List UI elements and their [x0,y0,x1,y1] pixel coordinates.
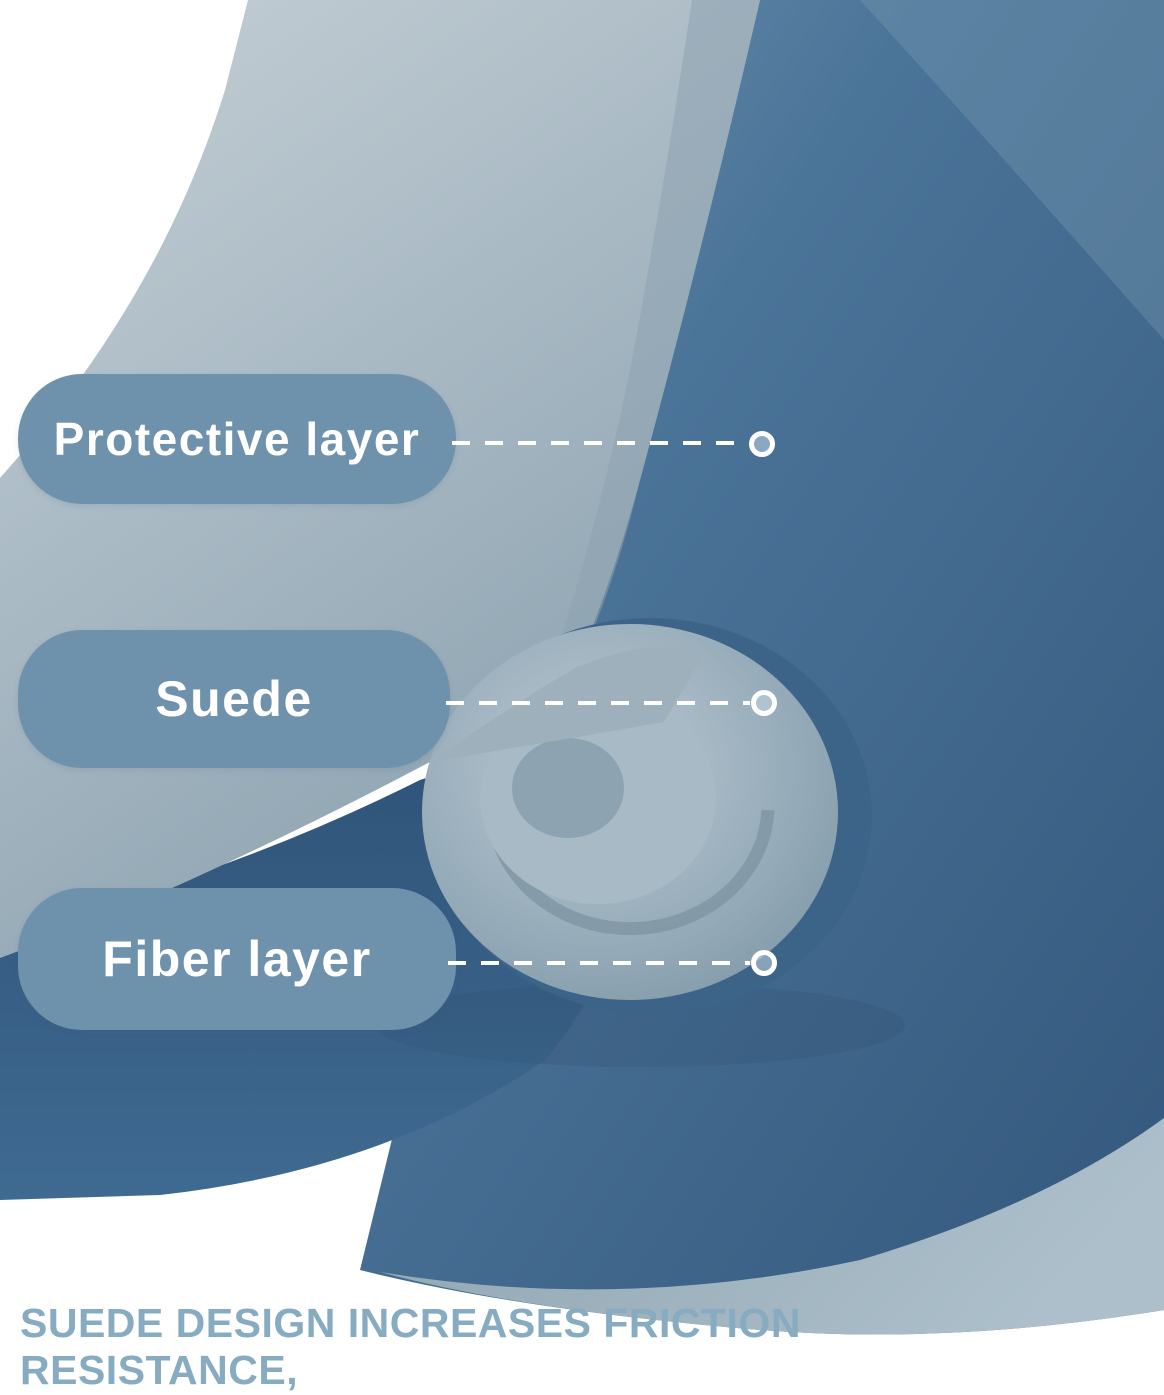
caption-line-1: SUEDE DESIGN INCREASES FRICTION RESISTAN… [20,1300,801,1393]
callout-label-protective-layer: Protective layer [53,413,421,465]
leader-line-fiber-layer [448,961,750,965]
leader-line-protective-layer [452,441,748,445]
callout-label-fiber-layer: Fiber layer [102,931,372,987]
callout-pill-protective-layer: Protective layer [18,374,456,504]
roll-shadow [375,983,905,1067]
leader-line-suede [446,701,750,705]
callout-label-suede: Suede [155,671,313,727]
callout-pill-suede: Suede [18,630,450,768]
mat-bottom-gray-edge [380,1118,1164,1335]
roll-core [512,738,624,838]
leader-dot-protective-layer [749,431,775,457]
leader-dot-fiber-layer [751,950,777,976]
caption: SUEDE DESIGN INCREASES FRICTION RESISTAN… [20,1300,1020,1395]
mat-blue-highlight [860,0,1164,340]
callout-pill-fiber-layer: Fiber layer [18,888,456,1030]
leader-dot-suede [751,690,777,716]
mat-suede-edge-shade [545,0,760,690]
